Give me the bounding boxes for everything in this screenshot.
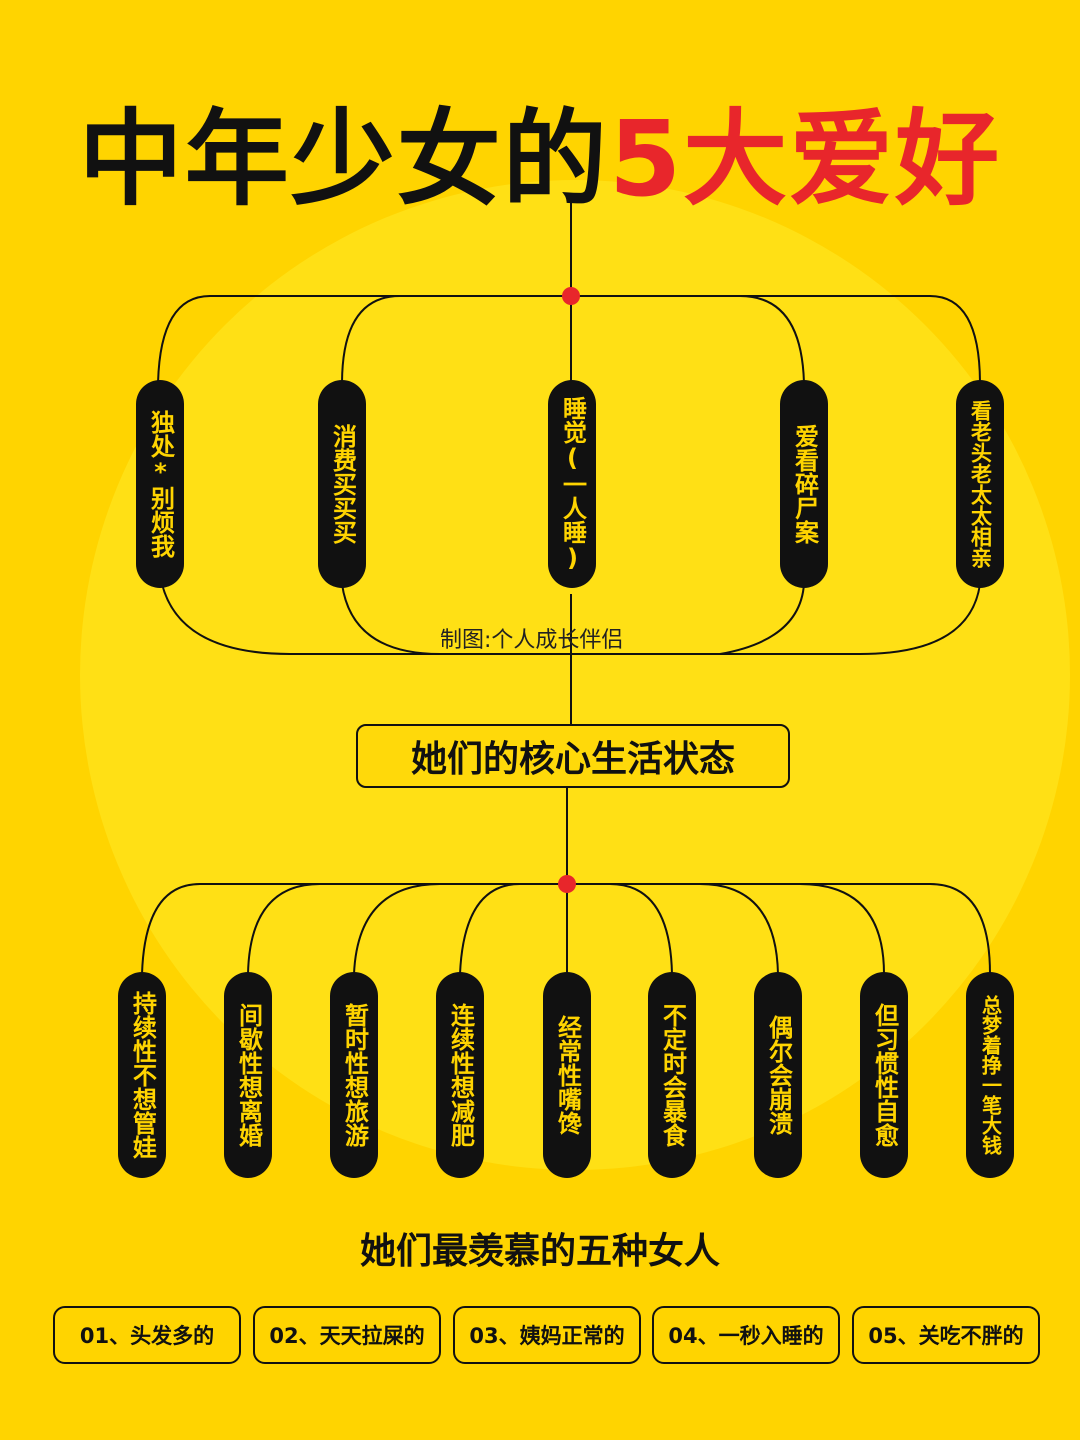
state-label: 暂时性想旅游 — [340, 1003, 369, 1147]
branch-bottom-2 — [247, 883, 321, 975]
envy-item-5: 05、关吃不胖的 — [852, 1306, 1040, 1364]
envy-title: 她们最羡慕的五种女人 — [359, 1231, 720, 1272]
state-label: 偶尔会崩溃 — [764, 1015, 793, 1135]
state-label: 连续性想减肥 — [446, 1003, 475, 1147]
page-title: 中年少女的5大爱好 — [60, 74, 1020, 225]
core-status-box: 她们的核心生活状态 — [356, 724, 790, 788]
branch-bottom-3 — [353, 883, 441, 975]
branch-top-2 — [341, 295, 401, 385]
credit-text: 制图:个人成长伴侣 — [440, 628, 624, 653]
hobby-label: 看老头老太太相亲 — [968, 400, 993, 568]
branch-bottom-7 — [699, 883, 779, 975]
state-label: 经常性嘴馋 — [553, 1015, 582, 1135]
state-pill-1: 持续性不想管娃 — [118, 972, 166, 1178]
state-pill-7: 偶尔会崩溃 — [754, 972, 802, 1178]
envy-item-3: 03、姨妈正常的 — [453, 1306, 641, 1364]
state-label: 不定时会暴食 — [658, 1003, 687, 1147]
branch-bottom-6 — [609, 883, 673, 975]
hub-dot-top — [562, 287, 580, 305]
state-pill-4: 连续性想减肥 — [436, 972, 484, 1178]
state-pill-6: 不定时会暴食 — [648, 972, 696, 1178]
state-pill-2: 间歇性想离婚 — [224, 972, 272, 1178]
hobby-pill-1: 独处*别烦我 — [136, 380, 184, 588]
hobby-label: 睡觉(一人睡) — [558, 396, 587, 572]
branch-bottom-9 — [929, 883, 991, 975]
bottom-loop-right — [719, 583, 805, 655]
state-pill-8: 但习惯性自愈 — [860, 972, 908, 1178]
bottom-loop-outer — [161, 583, 981, 655]
hub-dot-bottom — [558, 875, 576, 893]
branch-top-5 — [929, 295, 981, 385]
envy-item-4: 04、一秒入睡的 — [652, 1306, 840, 1364]
state-label: 持续性不想管娃 — [128, 991, 157, 1159]
state-label: 间歇性想离婚 — [234, 1003, 263, 1147]
state-label: 但习惯性自愈 — [870, 1003, 899, 1147]
hobby-pill-4: 爱看碎尸案 — [780, 380, 828, 588]
hobby-label: 消费买买买 — [328, 424, 357, 544]
bottom-loop-left — [341, 583, 441, 655]
state-pill-5: 经常性嘴馋 — [543, 972, 591, 1178]
branch-bottom-8 — [799, 883, 885, 975]
envy-item-2: 02、天天拉屎的 — [253, 1306, 441, 1364]
title-part-black: 中年少女的 — [78, 98, 609, 220]
branch-top-4 — [739, 295, 805, 385]
hobby-pill-3: 睡觉(一人睡) — [548, 380, 596, 588]
hobby-label: 独处*别烦我 — [146, 410, 175, 558]
branch-bottom-4 — [459, 883, 521, 975]
state-label: 总梦着挣一笔大钱 — [978, 995, 1003, 1155]
branch-bottom-1 — [141, 883, 201, 975]
hobby-label: 爱看碎尸案 — [790, 424, 819, 544]
state-pill-9: 总梦着挣一笔大钱 — [966, 972, 1014, 1178]
envy-item-1: 01、头发多的 — [53, 1306, 241, 1364]
state-pill-3: 暂时性想旅游 — [330, 972, 378, 1178]
hobby-pill-5: 看老头老太太相亲 — [956, 380, 1004, 588]
branch-top-1 — [157, 295, 211, 385]
title-part-red: 5大爱好 — [608, 98, 1002, 220]
hobby-pill-2: 消费买买买 — [318, 380, 366, 588]
core-status-label: 她们的核心生活状态 — [410, 739, 735, 780]
